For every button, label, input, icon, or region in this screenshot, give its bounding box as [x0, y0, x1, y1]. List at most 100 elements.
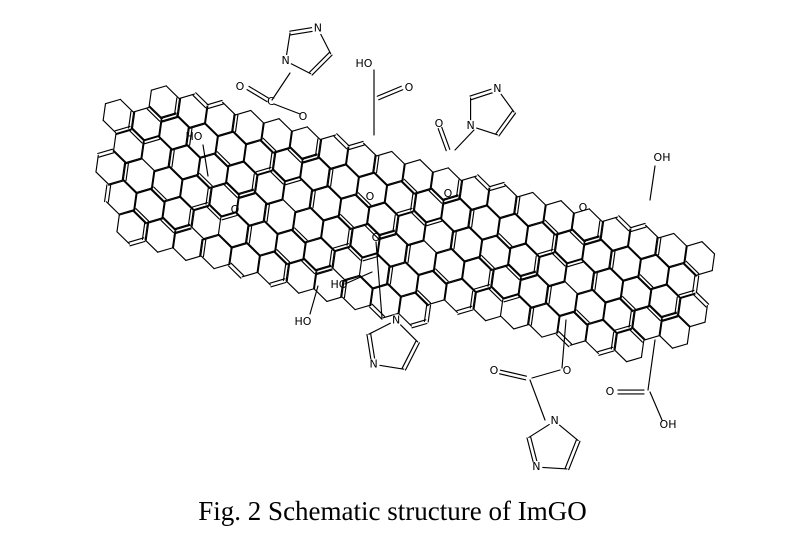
sheet-bond — [150, 85, 167, 91]
sheet-bond — [490, 286, 504, 300]
ring-double-bond — [404, 342, 420, 371]
sheet-bond — [146, 217, 163, 223]
sheet-bond — [387, 283, 402, 297]
sheet-double-bond — [348, 144, 365, 151]
sheet-double-bond — [432, 271, 447, 285]
sheet-bond — [309, 190, 314, 208]
sheet-bond — [668, 262, 685, 269]
sheet-double-bond — [349, 244, 364, 258]
sheet-bond — [136, 187, 153, 193]
sheet-double-bond — [397, 211, 414, 218]
sheet-bond — [650, 283, 667, 289]
sheet-bond — [602, 302, 607, 321]
ring-double-bond — [564, 439, 577, 469]
sheet-bond — [486, 205, 501, 219]
sheet-bond — [218, 234, 232, 249]
sheet-double-bond — [442, 195, 459, 201]
sheet-double-bond — [308, 190, 313, 208]
sheet-bond — [405, 261, 420, 275]
sheet-double-bond — [538, 252, 555, 259]
sheet-bond — [400, 291, 417, 297]
sheet-bond — [95, 171, 110, 185]
sheet-double-bond — [114, 125, 131, 132]
sheet-double-bond — [143, 135, 160, 141]
sheet-bond — [349, 245, 363, 259]
sheet-bond — [204, 105, 208, 124]
sheet-bond — [359, 275, 374, 289]
sheet-double-bond — [489, 185, 506, 192]
sheet-bond — [151, 171, 156, 189]
nitrogen-label: N — [493, 82, 501, 95]
sheet-bond — [327, 186, 342, 200]
figure-caption: Fig. 2 Schematic structure of ImGO — [198, 496, 587, 526]
sheet-bond — [168, 166, 183, 181]
sheet-bond — [282, 198, 296, 213]
sheet-bond — [507, 264, 522, 278]
sheet-bond — [486, 187, 490, 206]
sheet-double-bond — [231, 113, 235, 132]
sheet-bond — [626, 356, 642, 363]
sheet-bond — [148, 106, 163, 120]
sheet-bond — [158, 136, 173, 151]
sheet-bond — [446, 277, 463, 284]
sheet-double-bond — [125, 163, 129, 181]
sheet-bond — [200, 153, 216, 159]
sheet-bond — [542, 204, 546, 222]
sheet-double-bond — [660, 311, 677, 318]
sheet-bond — [118, 209, 135, 215]
ring-double-bond — [308, 51, 330, 73]
sheet-bond — [686, 241, 703, 247]
sheet-bond — [196, 157, 201, 176]
sheet-double-bond — [566, 258, 583, 264]
sheet-bond — [306, 126, 321, 140]
ring-double-bond — [568, 440, 581, 471]
sheet-double-bond — [443, 198, 460, 204]
sheet-double-bond — [554, 234, 559, 253]
imidazole-ring-top-right: NN — [464, 82, 517, 137]
sheet-bond — [222, 101, 236, 116]
sheet-bond — [548, 280, 565, 287]
sheet-bond — [648, 288, 653, 307]
sheet-double-bond — [590, 272, 595, 290]
sheet-bond — [122, 162, 127, 181]
sheet-double-bond — [520, 274, 537, 280]
sheet-bond — [472, 291, 476, 310]
sheet-double-bond — [378, 229, 395, 236]
sheet-bond — [429, 171, 434, 190]
sheet-bond — [395, 215, 399, 233]
sheet-double-bond — [513, 195, 517, 214]
sheet-bond — [355, 176, 360, 195]
sheet-bond — [633, 305, 650, 311]
sheet-bond — [559, 310, 576, 316]
sheet-double-bond — [678, 297, 682, 315]
sheet-double-bond — [496, 235, 510, 250]
sheet-double-bond — [131, 111, 136, 130]
sheet-bond — [671, 343, 688, 349]
sheet-bond — [502, 294, 519, 300]
sheet-bond — [363, 142, 377, 157]
sheet-double-bond — [572, 228, 586, 243]
sheet-double-bond — [174, 224, 191, 231]
sheet-bond — [386, 180, 403, 187]
sheet-double-bond — [654, 236, 658, 255]
sheet-bond — [610, 267, 624, 281]
sheet-double-bond — [337, 216, 352, 231]
sheet-double-bond — [478, 257, 493, 272]
sheet-double-bond — [488, 288, 502, 302]
sheet-bond — [528, 324, 543, 338]
sheet-bond — [453, 226, 470, 232]
sheet-bond — [450, 248, 465, 263]
sheet-double-bond — [135, 208, 150, 222]
sheet-bond — [250, 109, 264, 124]
sheet-bond — [517, 191, 534, 198]
sheet-bond — [451, 248, 466, 262]
sheet-bond — [102, 119, 117, 134]
sheet-bond — [659, 335, 674, 349]
hydroxyl-label: HO — [331, 278, 348, 291]
sheet-bond — [673, 232, 687, 247]
sheet-bond — [182, 174, 198, 180]
sheet-double-bond — [315, 264, 332, 271]
sheet-bond — [557, 315, 561, 334]
sheet-bond — [517, 295, 532, 309]
sheet-double-bond — [129, 240, 146, 247]
